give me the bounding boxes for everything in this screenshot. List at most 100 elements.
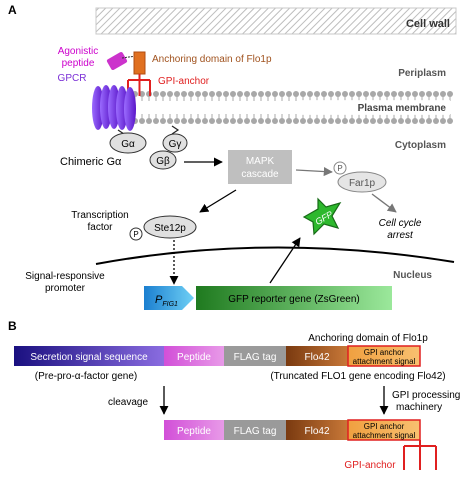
gpi-anchor-b-shape: [403, 440, 437, 470]
lipid-head: [286, 91, 292, 97]
far1p-label: Far1p: [349, 178, 376, 189]
lipid-head: [216, 118, 222, 124]
lipid-head: [139, 118, 145, 124]
g-alpha-label: Gα: [121, 139, 135, 150]
phospho-far1p-label: P: [337, 164, 342, 173]
lipid-head: [335, 118, 341, 124]
nucleus-membrane: [95, 246, 455, 265]
gpi-signal-label-1: GPI anchor: [364, 348, 405, 357]
lipid-head: [307, 91, 313, 97]
promoter-label-2: promoter: [45, 283, 86, 294]
lipid-head: [328, 118, 334, 124]
lipid-head: [398, 91, 404, 97]
lipid-head: [384, 118, 390, 124]
lipid-head: [321, 118, 327, 124]
agonistic-peptide-shape: [106, 52, 128, 70]
lipid-head: [342, 118, 348, 124]
truncated-label: (Truncated FLO1 gene encoding Flo42): [270, 371, 445, 382]
lipid-head: [433, 118, 439, 124]
lipid-head: [195, 118, 201, 124]
lipid-head: [209, 118, 215, 124]
anchoring-domain-label: Anchoring domain of Flo1p: [152, 54, 272, 65]
phospho-far1p: [333, 161, 347, 175]
lipid-head: [391, 91, 397, 97]
gpi-signal-label-2a: GPI anchor: [364, 422, 405, 431]
lipid-head: [349, 118, 355, 124]
g-gamma: [162, 133, 188, 153]
gpi-signal-box-2: [347, 419, 421, 441]
lipid-head: [244, 118, 250, 124]
lipid-head: [447, 91, 453, 97]
lipid-head: [209, 91, 215, 97]
far1p: [337, 171, 387, 193]
mapk-cascade-box: [228, 150, 292, 184]
lipid-head: [412, 118, 418, 124]
gpcr-shape: [92, 85, 136, 131]
chimeric-label: Chimeric Gα: [60, 156, 122, 168]
lipid-head: [188, 118, 194, 124]
lipid-head: [342, 91, 348, 97]
cytoplasm-label: Cytoplasm: [395, 140, 446, 151]
lipid-head: [398, 118, 404, 124]
mapk-label-1: MAPK: [246, 156, 275, 167]
gpcr-label: GPCR: [58, 73, 87, 84]
flo42-label: Flo42: [304, 352, 329, 363]
peptide-label: Peptide: [177, 352, 211, 363]
peptide-label-2: Peptide: [177, 426, 211, 437]
lipid-head: [286, 118, 292, 124]
lipid-head: [244, 91, 250, 97]
pfig1-promoter: [144, 286, 194, 310]
lipid-head: [307, 118, 313, 124]
peptide-box-2: [164, 420, 224, 440]
panel-a-label: A: [8, 3, 17, 17]
lipid-head: [384, 91, 390, 97]
phospho-ste12p: [129, 227, 143, 241]
lipid-head: [412, 91, 418, 97]
lipid-head: [272, 118, 278, 124]
lipid-head: [174, 91, 180, 97]
agonistic-label-2: peptide: [62, 58, 95, 69]
lipid-head: [279, 118, 285, 124]
lipid-head: [265, 118, 271, 124]
gpi-anchor-shape: [127, 74, 151, 96]
reporter-label: GFP reporter gene (ZsGreen): [228, 294, 360, 305]
cell-wall: [95, 7, 457, 35]
flo42-label-2: Flo42: [304, 426, 329, 437]
flo42-box: [286, 346, 348, 366]
gpi-signal-box: [347, 345, 421, 367]
lipid-head: [300, 118, 306, 124]
lipid-head: [258, 118, 264, 124]
lipid-head: [293, 91, 299, 97]
flag-label-2: FLAG tag: [234, 426, 277, 437]
lipid-head: [258, 91, 264, 97]
lipid-head: [181, 91, 187, 97]
lipid-head: [153, 118, 159, 124]
lipid-head: [146, 118, 152, 124]
mapk-label-2: cascade: [241, 169, 279, 180]
gfp-reporter-gene: [196, 286, 392, 310]
lipid-head: [216, 91, 222, 97]
lipid-head: [265, 91, 271, 97]
lipid-head: [223, 118, 229, 124]
lipid-head: [167, 118, 173, 124]
peptide-box: [164, 346, 224, 366]
lipid-head: [153, 91, 159, 97]
lipid-head: [370, 91, 376, 97]
promoter-label-1: Signal-responsive: [25, 271, 105, 282]
lipid-head: [363, 118, 369, 124]
lipid-head: [356, 91, 362, 97]
g-beta-label: Gβ: [156, 156, 170, 167]
g-beta: [149, 150, 177, 170]
gpi-anchor-label: GPI-anchor: [158, 76, 210, 87]
gpi-anchor-b-label: GPI-anchor: [344, 460, 396, 471]
lipid-head: [195, 91, 201, 97]
tf-label-1: Transcription: [71, 210, 128, 221]
agonistic-label-1: Agonistic: [58, 46, 99, 57]
lipid-head: [321, 91, 327, 97]
lipid-head: [405, 91, 411, 97]
lipid-head: [391, 118, 397, 124]
flo42-box-2: [286, 420, 348, 440]
lipid-head: [440, 91, 446, 97]
